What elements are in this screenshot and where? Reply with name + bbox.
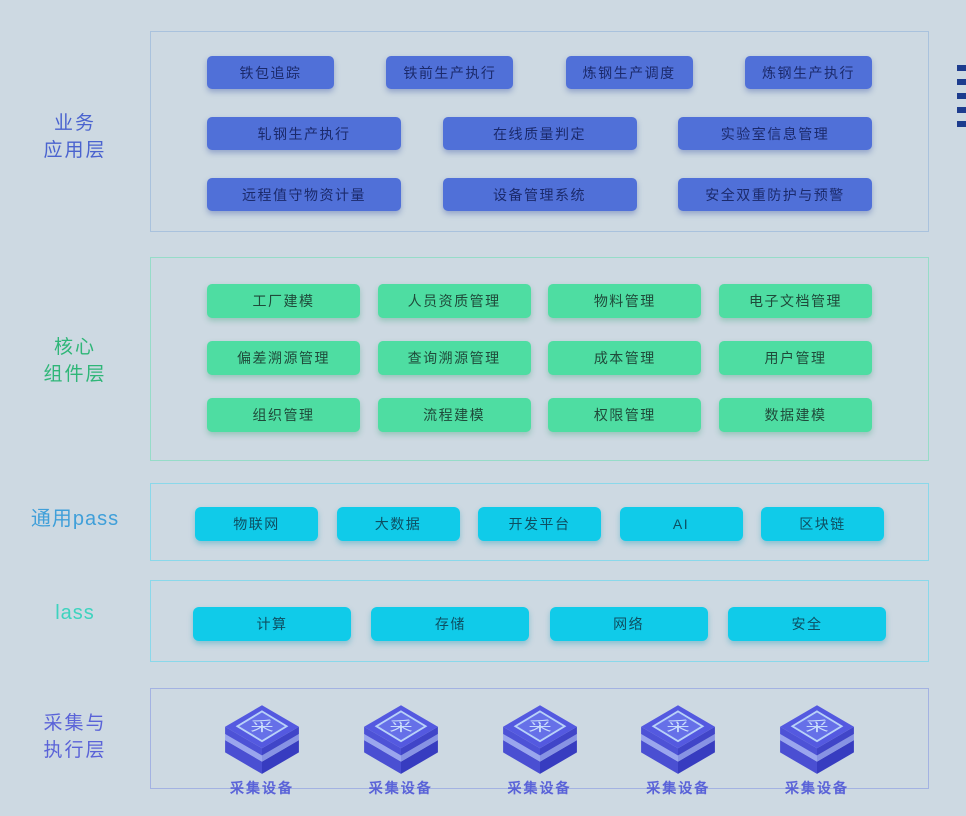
collector-device[interactable]: 采 采集设备: [633, 699, 723, 798]
business-app-button[interactable]: 实验室信息管理: [678, 117, 872, 150]
business-app-button[interactable]: 在线质量判定: [442, 117, 637, 150]
device-glyph: 采: [528, 719, 552, 735]
business-layer-box: 铁包追踪 铁前生产执行 炼钢生产调度 炼钢生产执行 轧钢生产执行 在线质量判定 实验室信息…: [150, 31, 929, 232]
iaas-resource-button[interactable]: 计算: [193, 607, 351, 641]
collector-device[interactable]: 采 采集设备: [217, 699, 307, 798]
edge-dash-icon: [957, 65, 966, 71]
business-app-button[interactable]: 设备管理系统: [442, 178, 637, 211]
iaas-resource-button[interactable]: 网络: [549, 607, 708, 641]
business-app-button[interactable]: 远程值守物资计量: [207, 178, 401, 211]
core-component-button[interactable]: 流程建模: [377, 398, 531, 432]
business-app-button[interactable]: 铁前生产执行: [386, 56, 514, 89]
core-component-button[interactable]: 成本管理: [548, 341, 702, 375]
edge-dash-icon: [957, 93, 966, 99]
layer-label-line: 组件层: [43, 364, 107, 385]
core-row-3: 组织管理流程建模权限管理数据建模: [207, 398, 872, 432]
collector-device[interactable]: 采 采集设备: [356, 699, 446, 798]
device-glyph: 采: [250, 719, 274, 735]
business-app-button[interactable]: 炼钢生产调度: [565, 56, 693, 89]
edge-dash-icon: [957, 79, 966, 85]
paas-service-button[interactable]: 物联网: [195, 507, 318, 541]
paas-row: 物联网大数据开发平台 AI 区块链: [195, 507, 884, 541]
device-label: 采集设备: [230, 780, 294, 796]
core-row-1: 工厂建模人员资质管理物料管理电子文档管理: [207, 284, 872, 318]
layer-label-edge: 采集与 执行层: [0, 710, 150, 764]
layer-label-iaas: lass: [55, 602, 95, 624]
business-app-button[interactable]: 炼钢生产执行: [744, 56, 872, 89]
paas-service-button[interactable]: 大数据: [336, 507, 460, 541]
business-app-button[interactable]: 安全双重防护与预警: [678, 178, 872, 211]
business-app-button[interactable]: 铁包追踪: [207, 56, 334, 89]
collector-device-icon: 采: [780, 705, 854, 774]
edge-layer-box: 采 采集设备 采 采集设备: [150, 688, 929, 796]
core-component-button[interactable]: 偏差溯源管理: [207, 341, 360, 375]
paas-layer-box: 物联网大数据开发平台 AI 区块链: [150, 483, 929, 561]
paas-service-button[interactable]: AI: [619, 507, 743, 541]
device-label: 采集设备: [507, 780, 572, 796]
edge-dash-icon: [957, 121, 966, 127]
core-component-button[interactable]: 查询溯源管理: [377, 341, 531, 375]
collector-device-icon: 采: [502, 705, 577, 774]
layer-label-line: 核心: [53, 337, 96, 358]
business-row-3: 远程值守物资计量 设备管理系统 安全双重防护与预警: [207, 178, 872, 211]
device-label: 采集设备: [368, 780, 433, 796]
device-label: 采集设备: [646, 780, 711, 796]
iaas-row: 计算存储网络安全: [193, 607, 886, 641]
collector-device-icon: 采: [225, 705, 299, 774]
collector-device-icon: 采: [641, 705, 716, 774]
business-row-1: 铁包追踪 铁前生产执行 炼钢生产调度 炼钢生产执行: [207, 56, 872, 89]
core-row-2: 偏差溯源管理查询溯源管理成本管理用户管理: [207, 341, 872, 375]
core-component-button[interactable]: 电子文档管理: [718, 284, 872, 318]
collector-device-icon: 采: [363, 705, 438, 774]
core-component-button[interactable]: 用户管理: [718, 341, 872, 375]
layer-label-core: 核心 组件层: [0, 334, 150, 388]
device-glyph: 采: [805, 719, 829, 735]
layer-label-paas: 通用pass: [30, 508, 120, 530]
business-app-button[interactable]: 轧钢生产执行: [207, 117, 401, 150]
core-component-button[interactable]: 权限管理: [548, 398, 702, 432]
core-component-button[interactable]: 组织管理: [207, 398, 360, 432]
layer-label-business: 业务 应用层: [0, 110, 150, 164]
business-row-2: 轧钢生产执行 在线质量判定 实验室信息管理: [207, 117, 872, 150]
collector-device[interactable]: 采 采集设备: [495, 699, 585, 798]
paas-service-button[interactable]: 区块链: [761, 507, 884, 541]
paas-service-button[interactable]: 开发平台: [478, 507, 601, 541]
core-component-button[interactable]: 物料管理: [548, 284, 702, 318]
layer-label-line: 执行层: [43, 740, 107, 761]
iaas-layer-box: 计算存储网络安全: [150, 580, 929, 662]
layer-label-line: 应用层: [43, 140, 107, 161]
core-component-button[interactable]: 数据建模: [718, 398, 872, 432]
core-component-button[interactable]: 工厂建模: [207, 284, 360, 318]
devices-row: 采 采集设备 采 采集设备: [217, 699, 862, 798]
iaas-resource-button[interactable]: 存储: [371, 607, 530, 641]
core-layer-box: 工厂建模人员资质管理物料管理电子文档管理 偏差溯源管理查询溯源管理成本管理用户管…: [150, 257, 929, 461]
iaas-resource-button[interactable]: 安全: [727, 607, 886, 641]
device-glyph: 采: [389, 719, 413, 735]
layer-label-line: 采集与: [43, 713, 107, 734]
device-label: 采集设备: [785, 780, 849, 796]
core-component-button[interactable]: 人员资质管理: [377, 284, 531, 318]
layer-label-line: 业务: [53, 113, 96, 134]
edge-dash-icon: [957, 107, 966, 113]
device-glyph: 采: [666, 719, 690, 735]
collector-device[interactable]: 采 采集设备: [772, 699, 862, 798]
